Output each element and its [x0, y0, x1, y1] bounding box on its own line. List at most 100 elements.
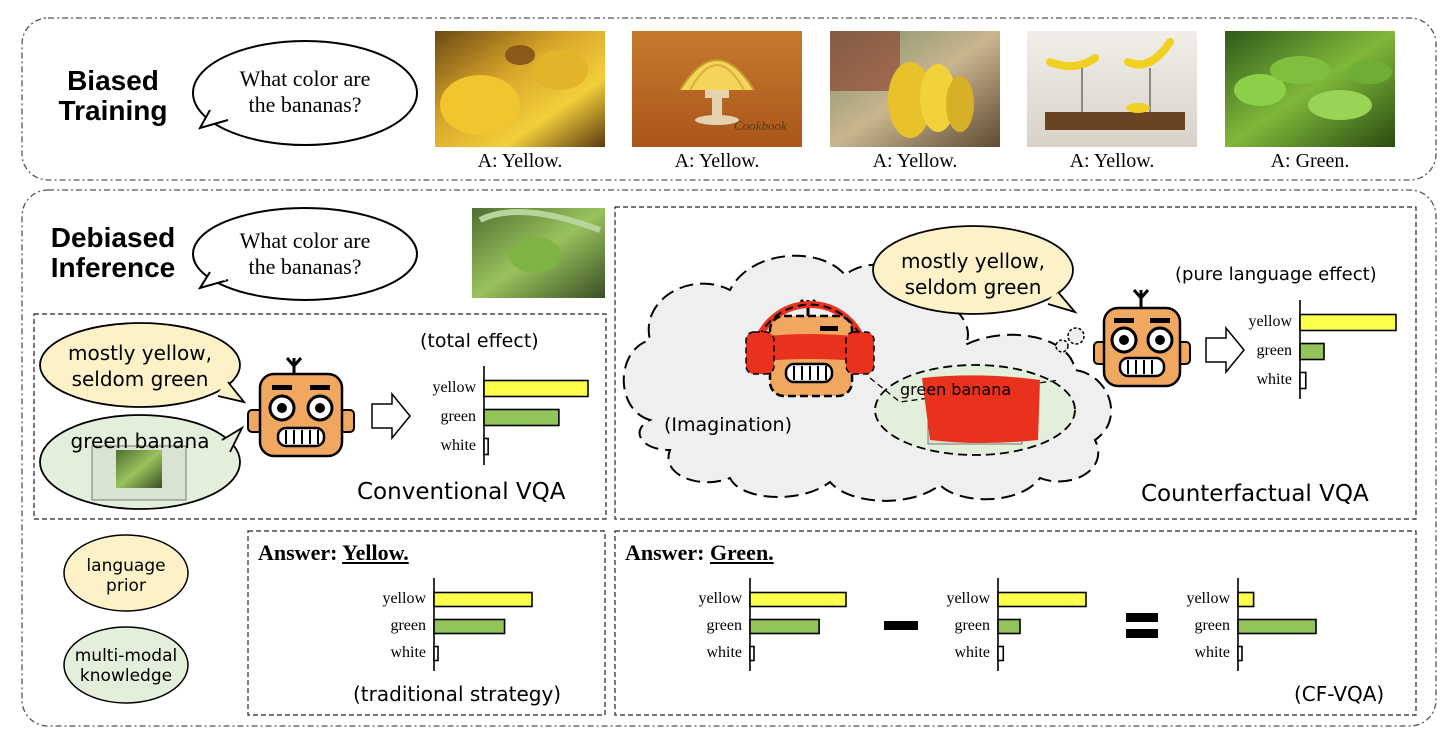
conventional-bar-chart — [483, 366, 589, 465]
conventional-label-white: white — [440, 436, 476, 454]
conventional-knowledge-bubble — [39, 414, 245, 510]
photo-banana-closeup — [435, 31, 605, 147]
cfvqa-language-label-green: green — [954, 616, 990, 634]
counterfactual-robot — [1093, 289, 1191, 388]
inference-title: Debiased Inference — [40, 223, 186, 283]
legend-language-prior-line2: prior — [106, 576, 146, 596]
cfvqa-total-label-white: white — [706, 643, 742, 661]
conventional-robot — [247, 357, 355, 458]
cfvqa-result-label-white: white — [1194, 643, 1230, 661]
legend-multimodal-line1: multi-modal — [74, 646, 178, 666]
cfvqa-language-label-white: white — [954, 643, 990, 661]
counterfactual-title: Counterfactual VQA — [1141, 481, 1369, 507]
legend-multimodal-text: multi-modal knowledge — [64, 646, 188, 686]
traditional-bar-yellow — [433, 591, 533, 608]
conventional-prior-line2: seldom green — [71, 367, 209, 391]
conventional-arrow-icon — [371, 391, 411, 441]
minus-sign-icon — [884, 621, 918, 630]
photo-banana-green — [1225, 31, 1395, 147]
cfvqa-result-bar-green — [1237, 618, 1317, 635]
training-title: Biased Training — [48, 66, 178, 126]
biased-training-frame — [21, 17, 1437, 181]
traditional-panel — [247, 530, 606, 716]
pure-language-effect-label: (pure language effect) — [1175, 264, 1377, 285]
inference-question-line2: the bananas? — [248, 254, 362, 279]
training-question-line2: the bananas? — [248, 92, 362, 117]
caption-2: A: Yellow. — [674, 150, 760, 172]
traditional-strategy-label: (traditional strategy) — [353, 682, 562, 706]
photo-inference-green-banana — [472, 208, 605, 298]
caption-3: A: Yellow. — [872, 150, 958, 172]
counterfactual-panel — [614, 206, 1417, 520]
traditional-answer-value: Yellow. — [342, 540, 409, 565]
cfvqa-result-label-green: green — [1194, 616, 1230, 634]
cfvqa-total-label-yellow: yellow — [698, 589, 742, 607]
cfvqa-language-label-yellow: yellow — [946, 589, 990, 607]
debiased-inference-frame — [21, 189, 1437, 727]
cfvqa-strategy-label: (CF-VQA) — [1294, 682, 1385, 706]
counterfactual-arrow-icon — [1205, 325, 1245, 375]
traditional-label-yellow: yellow — [382, 589, 426, 607]
cfvqa-bar-chart-result — [1237, 578, 1317, 671]
traditional-answer-prefix: Answer: — [258, 540, 338, 565]
cfvqa-answer-prefix: Answer: — [625, 540, 705, 565]
conventional-bar-yellow — [483, 379, 589, 398]
caption-4: A: Yellow. — [1069, 150, 1155, 172]
masked-robot — [745, 299, 875, 398]
traditional-bar-chart — [433, 578, 533, 671]
caption-5: A: Green. — [1270, 150, 1350, 172]
cfvqa-language-bar-yellow — [997, 591, 1087, 608]
traditional-answer: Answer: Yellow. — [258, 540, 409, 566]
counterfactual-prior-line2: seldom green — [904, 275, 1042, 299]
conventional-panel — [33, 313, 607, 520]
conventional-bar-white — [483, 437, 489, 456]
counterfactual-label-white: white — [1256, 370, 1292, 388]
cfvqa-total-bar-white — [749, 645, 755, 662]
photo-banana-cookbook — [632, 31, 802, 147]
legend-language-prior-text: language prior — [64, 556, 188, 596]
conventional-prior-bubble — [39, 322, 247, 408]
cfvqa-language-bar-green — [997, 618, 1021, 635]
traditional-bar-white — [433, 645, 439, 662]
inference-question-line1: What color are — [239, 228, 371, 253]
training-title-line1: Biased — [67, 65, 159, 96]
counterfactual-prior-text: mostly yellow, seldom green — [883, 248, 1063, 300]
legend-language-prior-ellipse — [63, 534, 189, 612]
counterfactual-label-green: green — [1256, 341, 1292, 359]
caption-1: A: Yellow. — [477, 150, 563, 172]
photo-banana-forks — [1027, 31, 1197, 147]
traditional-bar-green — [433, 618, 506, 635]
conventional-prior-text: mostly yellow, seldom green — [50, 340, 230, 392]
counterfactual-bar-yellow — [1299, 313, 1397, 332]
counterfactual-prior-line1: mostly yellow, — [901, 249, 1045, 273]
counterfactual-bar-chart — [1299, 300, 1397, 399]
cfvqa-bar-chart-language — [997, 578, 1087, 671]
counterfactual-knowledge-text: green banana — [900, 380, 1012, 399]
traditional-label-green: green — [390, 616, 426, 634]
cfvqa-result-bar-yellow — [1237, 591, 1255, 608]
conventional-prior-line1: mostly yellow, — [68, 341, 212, 365]
counterfactual-bar-green — [1299, 342, 1325, 361]
conventional-title: Conventional VQA — [357, 479, 566, 505]
cfvqa-panel — [614, 530, 1417, 716]
cfvqa-result-label-yellow: yellow — [1186, 589, 1230, 607]
training-title-line2: Training — [58, 95, 168, 126]
cfvqa-total-bar-yellow — [749, 591, 847, 608]
cfvqa-language-bar-white — [997, 645, 1005, 662]
counterfactual-knowledge-bubble — [869, 364, 1076, 456]
equals-sign-icon — [1126, 613, 1158, 622]
cfvqa-answer: Answer: Green. — [625, 540, 774, 566]
counterfactual-label-yellow: yellow — [1248, 312, 1292, 330]
cfvqa-result-bar-white — [1237, 645, 1243, 662]
cfvqa-answer-value: Green. — [709, 540, 774, 565]
legend-multimodal-line2: knowledge — [79, 666, 173, 686]
inference-question-bubble — [192, 207, 418, 301]
legend-language-prior-line1: language — [86, 556, 166, 576]
traditional-label-white: white — [390, 643, 426, 661]
cfvqa-total-bar-green — [749, 618, 820, 635]
legend-multimodal-ellipse — [63, 626, 189, 704]
conventional-bar-green — [483, 408, 560, 427]
inference-question: What color are the bananas? — [205, 228, 405, 280]
cfvqa-total-label-green: green — [706, 616, 742, 634]
